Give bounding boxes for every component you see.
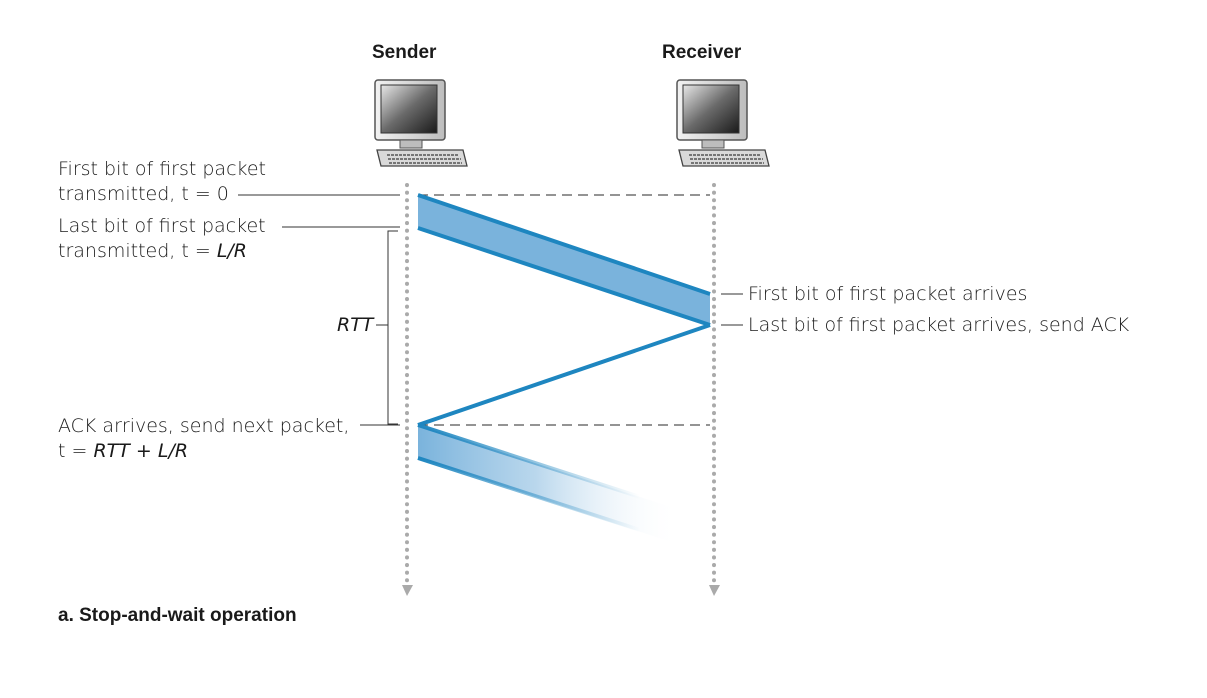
first-packet-trailing-edge	[417, 226, 711, 327]
sender-header: Sender	[372, 42, 437, 63]
figure-caption: a. Stop-and-wait operation	[58, 605, 297, 626]
sender-computer-icon	[374, 79, 468, 167]
ack-line	[417, 323, 711, 427]
receiver-header: Receiver	[662, 42, 742, 63]
label-last-bit-sent-line1: Last bit of first packet	[58, 215, 266, 237]
label-last-bit-arrives: Last bit of first packet arrives, send A…	[748, 314, 1130, 336]
label-rtt-text: RTT	[337, 314, 374, 336]
receiver-computer-icon	[676, 79, 770, 167]
label-last-bit-sent: Last bit of first packet transmitted, t …	[58, 214, 266, 264]
second-packet-leading-edge	[417, 423, 641, 499]
first-packet-leading-edge	[417, 193, 711, 296]
first-packet-band	[418, 195, 710, 325]
label-first-bit-arrives: First bit of first packet arrives	[748, 283, 1028, 305]
label-first-bit-sent-line1: First bit of first packet	[58, 158, 266, 180]
label-rtt: RTT	[337, 313, 373, 338]
label-ack-arrives-italic: RTT + L/R	[93, 440, 189, 462]
label-ack-arrives-prefix: t =	[58, 440, 94, 462]
label-ack-arrives: ACK arrives, send next packet, t = RTT +…	[58, 414, 349, 464]
label-ack-arrives-line1: ACK arrives, send next packet,	[58, 415, 350, 437]
label-ack-arrives-line2: t = RTT + L/R	[58, 439, 349, 464]
label-first-bit-sent: First bit of first packet transmitted, t…	[58, 157, 266, 207]
rtt-bracket	[387, 230, 398, 425]
second-packet-band	[418, 425, 680, 545]
sender-timeline-arrow	[402, 585, 413, 596]
label-last-bit-sent-line2: transmitted, t = L/R	[58, 239, 266, 264]
receiver-timeline-arrow	[709, 585, 720, 596]
label-first-bit-sent-line2: transmitted, t = 0	[58, 183, 229, 205]
second-packet-trailing-edge	[417, 456, 641, 532]
label-last-bit-sent-italic: L/R	[216, 240, 248, 262]
label-last-bit-sent-prefix: transmitted, t =	[58, 240, 217, 262]
